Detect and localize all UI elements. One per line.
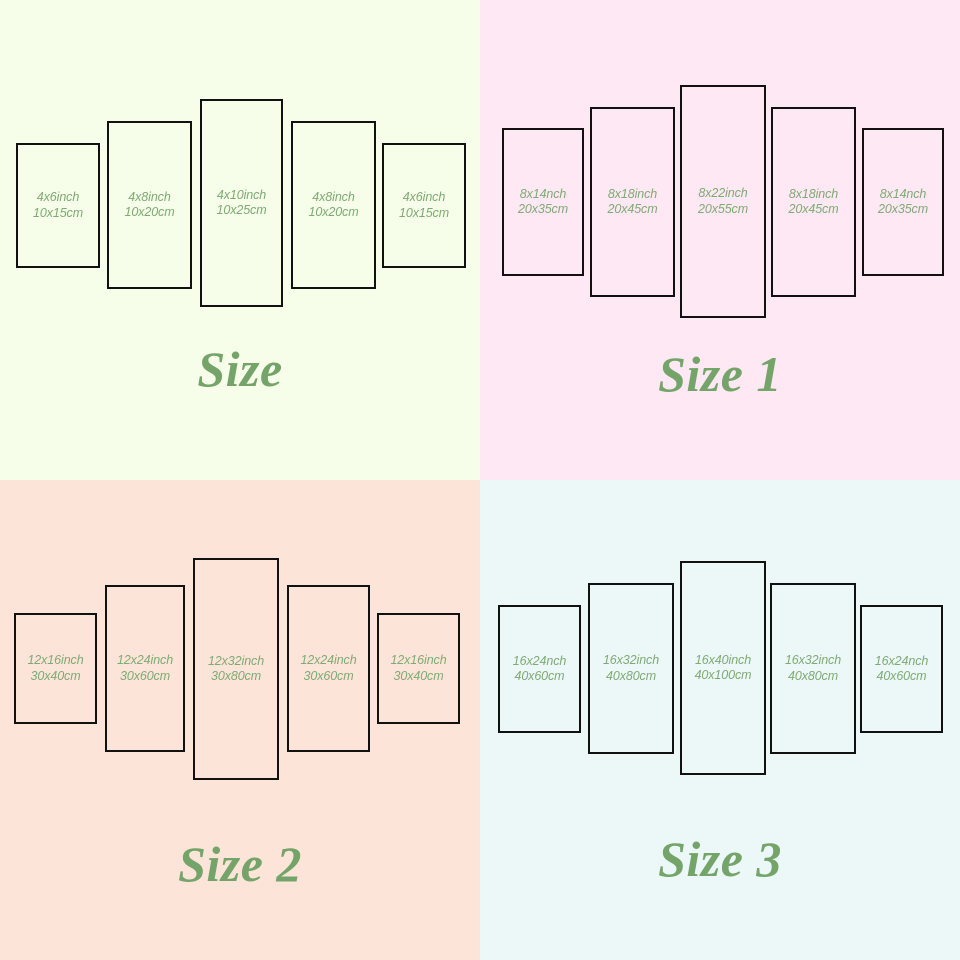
panel-1-inch: 16x24nch — [512, 653, 567, 668]
panel-2[interactable]: 12x24inch 30x60cm — [105, 585, 185, 752]
panel-2-label: 4x8inch 10x20cm — [124, 190, 174, 221]
panel-1-cm: 20x35cm — [517, 202, 569, 216]
panel-2-inch: 8x18inch — [607, 186, 658, 201]
panel-4-cm: 30x60cm — [303, 668, 354, 683]
panel-1-label: 16x24nch 40x60cm — [512, 653, 567, 685]
panel-4-label: 4x8inch 10x20cm — [308, 190, 358, 221]
panel-4-cm: 40x80cm — [787, 668, 839, 683]
panel-group-size: 4x6inch 10x15cm 4x8inch 10x20cm 4x10inch… — [0, 0, 480, 480]
panel-3-label: 16x40inch 40x100cm — [695, 653, 752, 684]
panel-2-label: 16x32inch 40x80cm — [603, 653, 659, 684]
panel-5-cm: 20x35cm — [877, 202, 929, 216]
panel-1-label: 8x14nch 20x35cm — [518, 187, 568, 218]
panel-2-label: 8x18inch 20x45cm — [607, 187, 657, 218]
panel-1[interactable]: 16x24nch 40x60cm — [498, 605, 581, 733]
panel-5-inch: 8x14nch — [879, 186, 927, 201]
panel-2-cm: 30x60cm — [119, 668, 171, 683]
panel-4-cm: 10x20cm — [308, 205, 359, 219]
panel-5-label: 4x6inch 10x15cm — [399, 190, 449, 221]
panel-1[interactable]: 8x14nch 20x35cm — [502, 128, 584, 276]
panel-4-inch: 12x24inch — [300, 653, 357, 668]
panel-5-inch: 16x24nch — [874, 653, 929, 668]
panel-4-label: 16x32inch 40x80cm — [785, 653, 841, 684]
quadrant-size-2: 12x16inch 30x40cm 12x24inch 30x60cm 12x3… — [0, 480, 480, 960]
panel-4[interactable]: 16x32inch 40x80cm — [770, 583, 856, 754]
quadrant-title-size-2: Size 2 — [178, 836, 302, 892]
panel-3-cm: 40x100cm — [694, 668, 752, 682]
panel-4-inch: 16x32inch — [784, 653, 842, 668]
panel-4-inch: 8x18inch — [788, 186, 839, 201]
panel-2-cm: 10x20cm — [124, 205, 175, 219]
panel-3-label: 12x32inch 30x80cm — [208, 654, 264, 685]
panel-2-cm: 20x45cm — [607, 202, 658, 216]
panel-2[interactable]: 8x18inch 20x45cm — [590, 107, 675, 297]
panel-2-label: 12x24inch 30x60cm — [117, 653, 173, 684]
panel-4[interactable]: 8x18inch 20x45cm — [771, 107, 856, 297]
panel-5-inch: 4x6inch — [402, 190, 446, 205]
panel-4-label: 8x18inch 20x45cm — [788, 187, 838, 218]
panel-4[interactable]: 12x24inch 30x60cm — [287, 585, 370, 752]
panel-2-inch: 16x32inch — [602, 653, 660, 668]
panel-3-label: 8x22inch 20x55cm — [698, 186, 748, 217]
panel-1-cm: 30x40cm — [30, 668, 81, 683]
panel-1-cm: 40x60cm — [514, 669, 565, 683]
panel-5-label: 16x24nch 40x60cm — [874, 653, 929, 685]
panel-1[interactable]: 4x6inch 10x15cm — [16, 143, 100, 268]
panel-5-label: 8x14nch 20x35cm — [878, 187, 928, 218]
panel-3[interactable]: 16x40inch 40x100cm — [680, 561, 766, 775]
panel-5[interactable]: 16x24nch 40x60cm — [860, 605, 943, 733]
panel-3-cm: 10x25cm — [216, 203, 267, 217]
panel-2-inch: 4x8inch — [128, 189, 171, 204]
panel-2-cm: 40x80cm — [605, 668, 657, 683]
panel-4-cm: 20x45cm — [788, 202, 839, 216]
quadrant-title-size-1: Size 1 — [658, 346, 782, 402]
panel-5-cm: 30x40cm — [393, 668, 444, 683]
panel-3[interactable]: 12x32inch 30x80cm — [193, 558, 279, 780]
panel-1-inch: 4x6inch — [36, 190, 80, 205]
panel-1-inch: 12x16inch — [27, 653, 84, 668]
panel-1-cm: 10x15cm — [32, 205, 84, 220]
panel-5-inch: 12x16inch — [390, 653, 447, 668]
panel-5[interactable]: 8x14nch 20x35cm — [862, 128, 944, 276]
panel-3-inch: 8x22inch — [698, 186, 748, 201]
panel-2[interactable]: 4x8inch 10x20cm — [107, 121, 192, 289]
quadrant-size-3: 16x24nch 40x60cm 16x32inch 40x80cm 16x40… — [480, 480, 960, 960]
panel-5-label: 12x16inch 30x40cm — [390, 653, 446, 684]
panel-3[interactable]: 8x22inch 20x55cm — [680, 85, 766, 318]
panel-3-inch: 12x32inch — [207, 653, 265, 668]
panel-group-size-1: 8x14nch 20x35cm 8x18inch 20x45cm 8x22inc… — [480, 0, 960, 480]
panel-3-inch: 16x40inch — [694, 652, 752, 667]
panel-2-inch: 12x24inch — [116, 653, 174, 668]
panel-3-cm: 20x55cm — [697, 201, 749, 216]
panel-group-size-3: 16x24nch 40x60cm 16x32inch 40x80cm 16x40… — [480, 480, 960, 960]
panel-5-cm: 40x60cm — [876, 669, 927, 683]
panel-1-label: 12x16inch 30x40cm — [27, 653, 83, 684]
panel-4[interactable]: 4x8inch 10x20cm — [291, 121, 376, 289]
panel-3-inch: 4x10inch — [216, 187, 267, 202]
panel-5[interactable]: 12x16inch 30x40cm — [377, 613, 460, 724]
panel-1-inch: 8x14nch — [519, 186, 567, 201]
panel-3-cm: 30x80cm — [210, 669, 262, 683]
panel-3-label: 4x10inch 10x25cm — [216, 188, 266, 219]
panel-5[interactable]: 4x6inch 10x15cm — [382, 143, 466, 268]
panel-3[interactable]: 4x10inch 10x25cm — [200, 99, 283, 307]
quadrant-title-size-3: Size 3 — [658, 831, 782, 887]
panel-1[interactable]: 12x16inch 30x40cm — [14, 613, 97, 724]
panel-4-inch: 4x8inch — [312, 189, 355, 204]
panel-4-label: 12x24inch 30x60cm — [300, 653, 356, 684]
quadrant-title-size: Size — [197, 341, 283, 397]
panel-5-cm: 10x15cm — [398, 205, 450, 220]
panel-1-label: 4x6inch 10x15cm — [33, 190, 83, 221]
panel-group-size-2: 12x16inch 30x40cm 12x24inch 30x60cm 12x3… — [0, 480, 480, 960]
quadrant-size: 4x6inch 10x15cm 4x8inch 10x20cm 4x10inch… — [0, 0, 480, 480]
quadrant-size-1: 8x14nch 20x35cm 8x18inch 20x45cm 8x22inc… — [480, 0, 960, 480]
panel-2[interactable]: 16x32inch 40x80cm — [588, 583, 674, 754]
